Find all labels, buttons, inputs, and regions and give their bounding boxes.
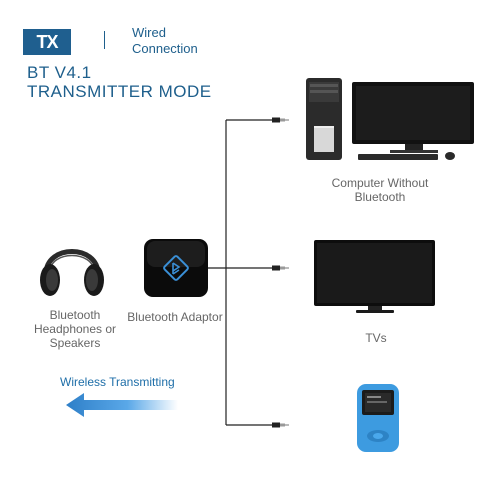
tx-badge: TX [23,29,71,55]
headphones-label-line-3: Speakers [49,336,101,350]
computer-label-line-2: Bluetooth [354,190,406,204]
jack-player [272,422,289,428]
jack-tv [272,265,289,271]
page-title: TRANSMITTER MODE [27,82,212,101]
headphones-label: Bluetooth Headphones or Speakers [25,308,125,350]
headphones-icon [40,249,104,296]
mode-label: Wired Connection [132,25,198,57]
computer-label-line-1: Computer Without [331,176,429,190]
bluetooth-adaptor-icon [144,239,208,297]
adaptor-label: Bluetooth Adaptor [127,310,223,324]
mode-line-2: Connection [132,41,198,56]
jack-computer [272,117,289,123]
computer-icon [306,78,474,160]
header-separator [104,31,105,49]
wireless-label: Wireless Transmitting [60,375,175,389]
bt-version: BT V4.1 [27,63,92,82]
mp3-player-icon [357,384,399,452]
mode-line-1: Wired [132,25,166,40]
computer-label: Computer Without Bluetooth [315,176,445,204]
headphones-label-line-2: Headphones or [33,322,117,336]
tvs-label: TVs [365,331,387,345]
tv-icon [314,240,435,313]
headphones-label-line-1: Bluetooth [49,308,101,322]
wireless-arrow-icon [66,393,178,417]
